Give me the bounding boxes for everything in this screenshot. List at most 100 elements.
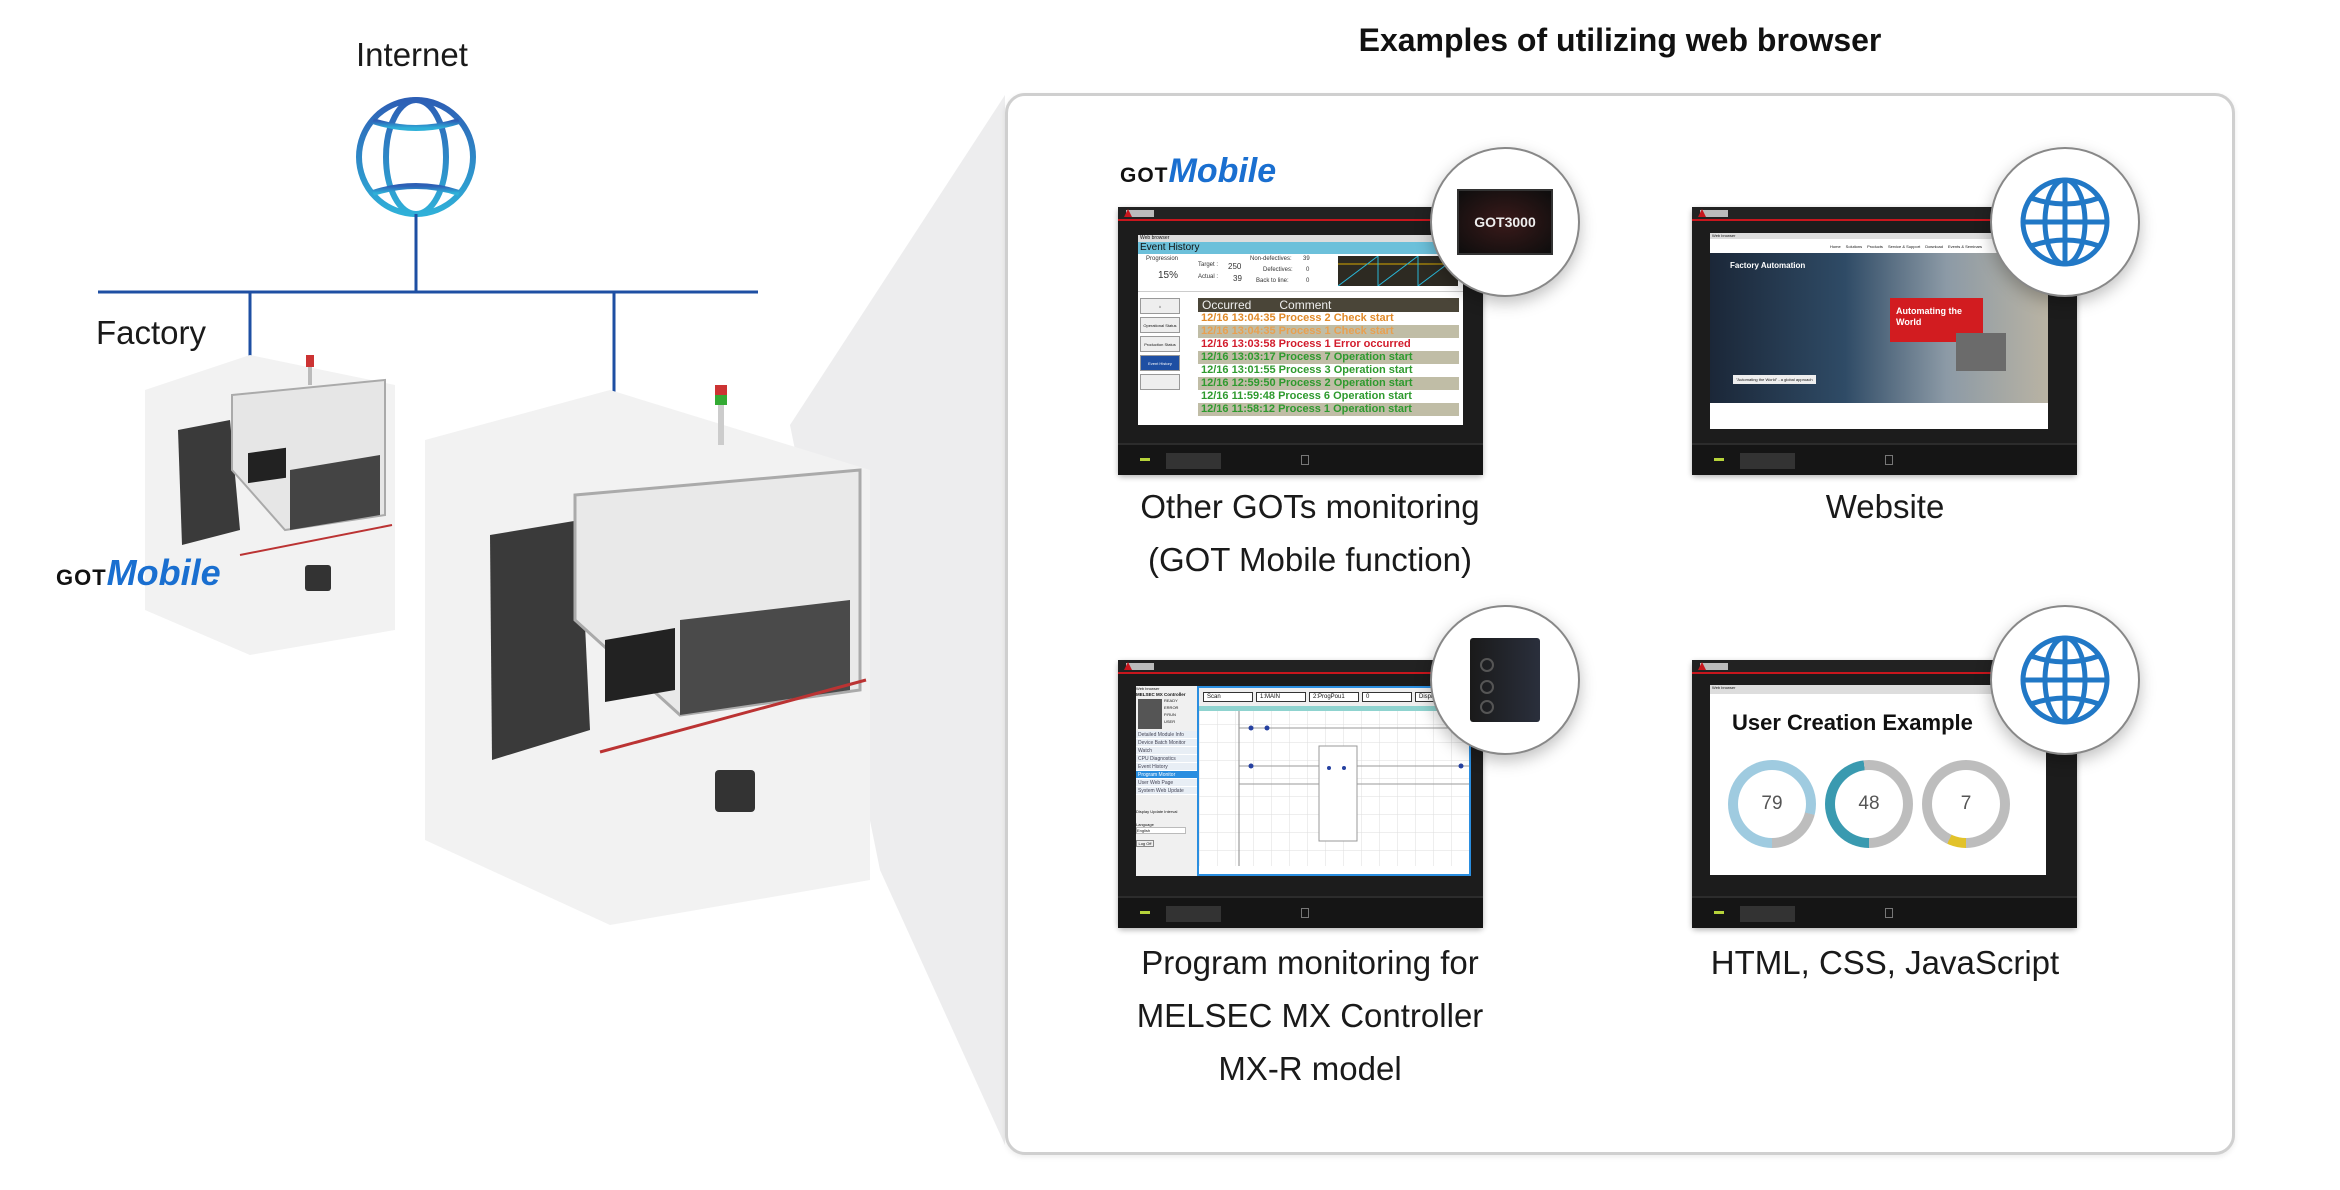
gauge: 7 — [1922, 760, 2010, 848]
mitsubishi-logo — [1126, 210, 1154, 217]
caption-line: HTML, CSS, JavaScript — [1710, 944, 2060, 981]
event-history-screen: Web browser Event History Progression 15… — [1118, 207, 1483, 475]
status-indicator: READY — [1164, 698, 1178, 703]
toolbar-select[interactable]: Scan — [1203, 692, 1253, 702]
site-nav: Home Solutions Products Service & Support Do… — [1710, 239, 2048, 253]
home-button[interactable]: ⌂ — [1140, 298, 1180, 314]
status-indicator: USER — [1164, 719, 1176, 724]
event-row: 12/16 13:04:35 Process 2 Check start — [1201, 312, 1394, 324]
site-nav-link[interactable]: Solutions — [1845, 243, 1863, 249]
nav-event-history[interactable]: Event History — [1140, 355, 1180, 371]
internet-globe-icon — [356, 97, 476, 217]
caption-other-gots: Other GOTs monitoring (GOT Mobile functi… — [1050, 480, 1570, 586]
site-nav-link[interactable]: Home — [1830, 243, 1841, 249]
site-nav-link[interactable]: Products — [1867, 243, 1883, 249]
hmi-panel — [248, 447, 286, 484]
status-indicator: ERROR — [1164, 705, 1179, 710]
internet-label: Internet — [356, 36, 468, 73]
gauge-value: 79 — [1761, 793, 1783, 814]
caption-line: MELSEC MX Controller — [1136, 997, 1484, 1034]
target-label: Target : — [1198, 262, 1219, 268]
got-mobile-logo: GOTMobile — [56, 552, 221, 593]
site-nav-link[interactable]: Service & Support — [1887, 243, 1921, 249]
site-nav-link[interactable]: Events & Seminars — [1947, 243, 1982, 249]
got3000-screen-image: GOT3000 — [1457, 189, 1553, 255]
screen-title: Event History — [1138, 242, 1463, 254]
menu-item[interactable]: User Web Page — [1136, 779, 1197, 787]
caption-program-monitoring: Program monitoring for MELSEC MX Control… — [1050, 936, 1570, 1095]
hmi-panel — [605, 628, 675, 702]
panel-title: Examples of utilizing web browser — [1358, 22, 1882, 58]
actual-label: Actual : — [1198, 274, 1219, 280]
hero-banner[interactable]: Automating the World — [1890, 298, 1983, 342]
backtoline-value: 0 — [1306, 278, 1310, 284]
hero-label: Factory Automation — [1730, 261, 1806, 270]
target-value: 250 — [1228, 262, 1242, 271]
gauge-value: 7 — [1960, 793, 1972, 814]
factory-label: Factory — [96, 314, 207, 351]
html-globe-badge — [1990, 605, 2140, 755]
globe-icon — [2020, 635, 2110, 725]
site-nav-link[interactable]: Download — [1925, 243, 1943, 249]
nav-operational-status[interactable]: Operational Status — [1140, 317, 1180, 333]
got-mobile-logo: GOTMobile — [1120, 152, 1277, 190]
event-row: 12/16 13:01:55 Process 3 Operation start — [1201, 364, 1413, 376]
menu-item[interactable]: System Web Update — [1136, 787, 1197, 795]
menu-item[interactable]: Watch — [1136, 747, 1197, 755]
mx-controller-image — [1470, 638, 1540, 722]
globe-icon — [2020, 177, 2110, 267]
logoff-button[interactable]: Log Off — [1136, 840, 1154, 847]
caption-html-css-js: HTML, CSS, JavaScript — [1625, 936, 2145, 989]
event-row: 12/16 13:03:17 Process 7 Operation start — [1198, 351, 1459, 364]
menu-item[interactable]: Event History — [1136, 763, 1197, 771]
toolbar-select[interactable]: 0 — [1362, 692, 1412, 702]
production-trend-chart — [1338, 256, 1458, 286]
controller-unit — [715, 770, 755, 812]
mitsubishi-logo — [1126, 663, 1154, 670]
backtoline-label: Back to line: — [1256, 278, 1289, 284]
menu-item[interactable]: CPU Diagnostics — [1136, 755, 1197, 763]
controller-title: MELSEC MX Controller — [1136, 692, 1186, 697]
column-comment: Comment — [1279, 298, 1332, 312]
ladder-diagram — [1199, 706, 1469, 866]
nav-column: ⌂ Operational Status Production Status E… — [1138, 298, 1186, 416]
window-title: Web browser — [1710, 233, 2048, 239]
menu-item[interactable]: Detailed Module Info — [1136, 731, 1197, 739]
toolbar-select[interactable]: 1:MAIN — [1256, 692, 1306, 702]
caption-website: Website — [1625, 480, 2145, 533]
website-globe-badge — [1990, 147, 2140, 297]
program-monitor-screen: Web browser MELSEC MX Controller READY ER… — [1118, 660, 1483, 928]
event-row: 12/16 12:59:50 Process 2 Operation start — [1198, 377, 1459, 390]
left-machine — [145, 355, 395, 655]
controller-unit — [305, 565, 331, 591]
language-select[interactable]: English — [1136, 827, 1186, 834]
menu-item[interactable]: Device Batch Monitor — [1136, 739, 1197, 747]
defective-value: 0 — [1306, 267, 1310, 273]
window-title: Web browser — [1710, 685, 2046, 694]
mitsubishi-logo — [1700, 663, 1728, 670]
nav-empty[interactable] — [1140, 374, 1180, 390]
caption-line: MX-R model — [1218, 1050, 1402, 1087]
mitsubishi-logo — [1700, 210, 1728, 217]
nav-production-status[interactable]: Production Status — [1140, 336, 1180, 352]
window-title: Web browser — [1138, 235, 1463, 242]
actual-value: 39 — [1233, 274, 1242, 283]
caption-line: Other GOTs monitoring — [1140, 488, 1480, 525]
toolbar-select[interactable]: 2:ProgPou1 — [1309, 692, 1359, 702]
gauge-value: 48 — [1858, 793, 1880, 814]
window-title: Web browser — [1136, 686, 1160, 691]
gauge: 48 — [1825, 760, 1913, 848]
gauge: 79 — [1728, 760, 1816, 848]
nondefective-value: 39 — [1303, 256, 1310, 262]
controller-sidebar: Web browser MELSEC MX Controller READY ER… — [1136, 686, 1197, 876]
status-indicator: P.RUN — [1164, 712, 1176, 717]
user-heading: User Creation Example — [1732, 710, 1973, 735]
controller-badge — [1430, 605, 1580, 755]
menu-item[interactable]: Program Monitor — [1136, 771, 1197, 779]
language-label: Language — [1136, 822, 1154, 827]
hero-link[interactable]: "Automating the World" - a global approa… — [1733, 375, 1816, 384]
progression-value: 15% — [1158, 270, 1179, 281]
